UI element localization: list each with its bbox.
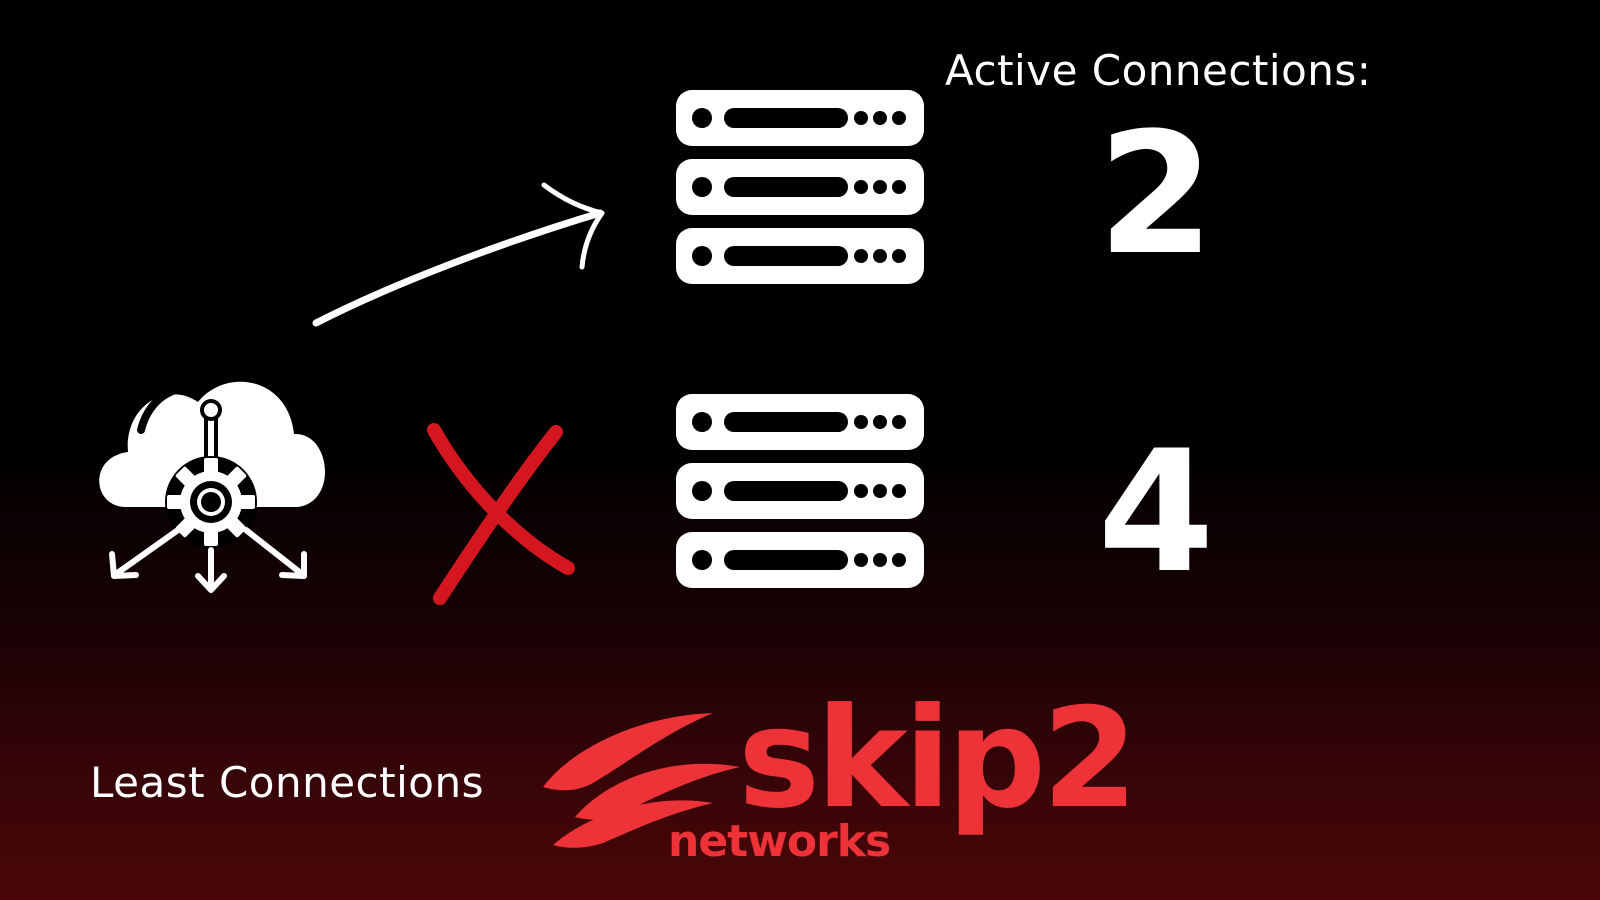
server-rack-icon — [676, 394, 924, 588]
active-connections-heading: Active Connections: — [945, 46, 1372, 95]
algorithm-caption: Least Connections — [90, 758, 484, 807]
wave-mark-icon — [543, 713, 740, 848]
cloud-distribution-icon — [99, 381, 326, 593]
server-rack-icon — [676, 90, 924, 284]
server-2-connection-count: 4 — [1097, 414, 1215, 610]
server-1-connection-count: 2 — [1097, 96, 1215, 292]
cross-icon — [427, 423, 575, 605]
arrow-icon — [312, 182, 605, 327]
brand-name: skip2 — [738, 678, 1138, 839]
brand-subtitle: networks — [668, 816, 891, 867]
